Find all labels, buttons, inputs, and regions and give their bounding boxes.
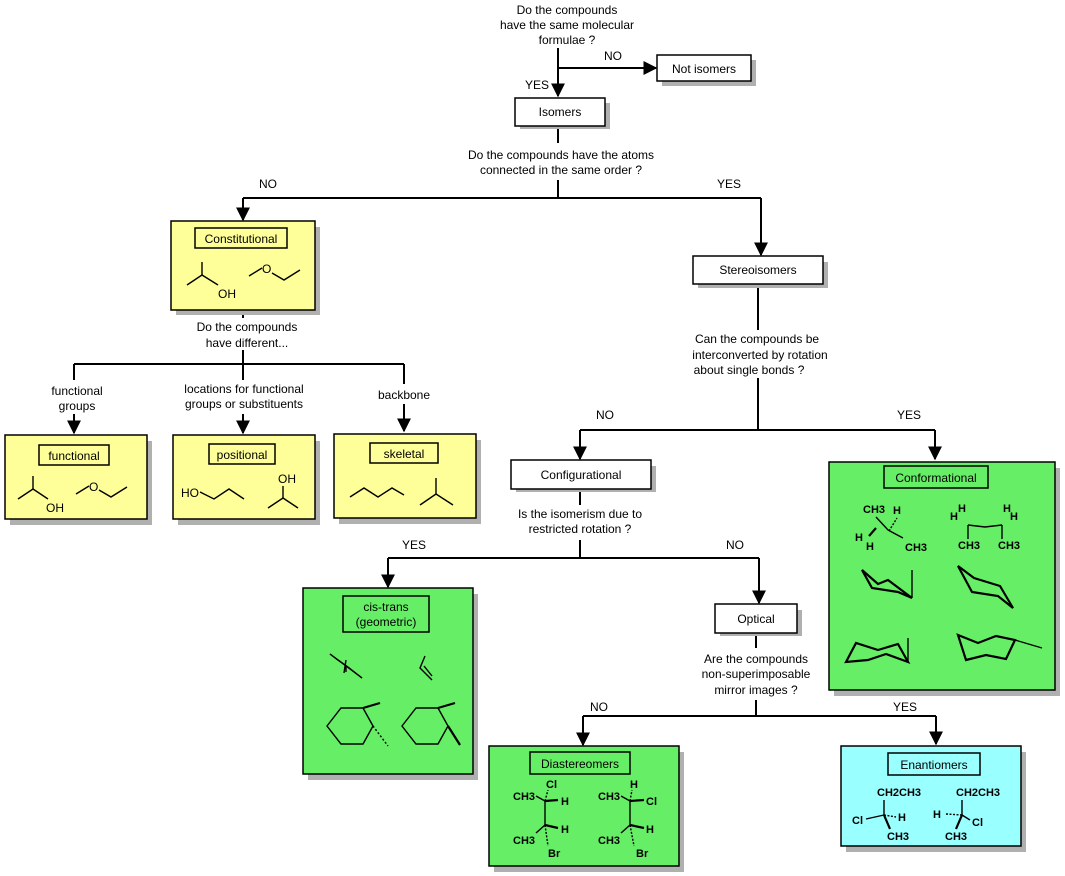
svg-text:OH: OH — [46, 501, 64, 515]
no-label-connectivity: NO — [259, 177, 277, 191]
svg-text:H: H — [898, 812, 906, 824]
diastereomers-node: Diastereomers Cl CH3 H H CH3 Br H CH3 Cl… — [488, 745, 684, 872]
svg-text:CH3: CH3 — [598, 835, 620, 847]
configurational-label: Configurational — [541, 468, 622, 482]
conformational-label: Conformational — [895, 471, 976, 485]
svg-text:CH3: CH3 — [998, 540, 1020, 552]
svg-text:CH3: CH3 — [887, 831, 909, 843]
svg-text:Cl: Cl — [972, 817, 983, 829]
q6-line-3: mirror images ? — [714, 683, 798, 697]
isomers-node: Isomers — [514, 97, 610, 129]
q3-line-1: Do the compounds — [197, 320, 298, 334]
q5-line-2: restricted rotation ? — [529, 522, 632, 536]
cis-trans-node: cis-trans (geometric) — [302, 587, 478, 780]
svg-text:HO: HO — [181, 486, 199, 500]
svg-text:CH3: CH3 — [513, 835, 535, 847]
svg-text:OH: OH — [278, 472, 296, 486]
svg-text:Cl: Cl — [646, 796, 657, 808]
q2-line-2: connected in the same order ? — [480, 163, 642, 177]
answer-labels: NO YES NO YES NO YES YES NO NO YES — [259, 49, 921, 714]
svg-text:H: H — [1003, 503, 1011, 515]
not-isomers-node: Not isomers — [656, 54, 756, 86]
svg-text:H: H — [855, 532, 863, 544]
svg-text:H: H — [561, 796, 569, 808]
branch-functional-groups-2: groups — [59, 399, 96, 413]
o-label: O — [262, 262, 271, 276]
q6-line-1: Are the compounds — [704, 652, 808, 666]
not-isomers-label: Not isomers — [672, 62, 736, 76]
no-label-rotation: NO — [596, 408, 614, 422]
svg-text:CH2CH3: CH2CH3 — [877, 787, 921, 799]
q1-line-1: Do the compounds — [517, 3, 618, 17]
oh-label: OH — [218, 287, 236, 301]
q6-line-2: non-superimposable — [702, 667, 811, 681]
no-label-restricted: NO — [726, 538, 744, 552]
svg-text:H: H — [933, 809, 941, 821]
optical-label: Optical — [737, 612, 774, 626]
enantiomers-label: Enantiomers — [900, 758, 967, 772]
branch-functional-groups-1: functional — [51, 384, 102, 398]
yes-label-connectivity: YES — [717, 177, 741, 191]
q2-line-1: Do the compounds have the atoms — [468, 148, 654, 162]
svg-text:CH3: CH3 — [863, 504, 885, 516]
yes-label-rotation: YES — [897, 408, 921, 422]
branch-locations-2: groups or substituents — [185, 397, 303, 411]
positional-node: positional HO OH — [172, 434, 320, 525]
svg-text:H: H — [958, 503, 966, 515]
svg-text:H: H — [561, 824, 569, 836]
positional-label: positional — [217, 448, 268, 462]
functional-node: functional OH O — [4, 434, 152, 525]
svg-text:Cl: Cl — [546, 779, 557, 791]
branch-labels: functional groups locations for function… — [51, 382, 430, 413]
q3-line-2: have different... — [206, 336, 289, 350]
q1-line-2: have the same molecular — [500, 18, 634, 32]
svg-text:CH2CH3: CH2CH3 — [956, 787, 1000, 799]
conformational-node: Conformational CH3 H H H CH3 H H H H CH3… — [828, 461, 1060, 696]
q1-line-3: formulae ? — [539, 33, 596, 47]
svg-text:O: O — [89, 480, 98, 494]
q4-line-2: interconverted by rotation — [692, 348, 827, 362]
diastereomers-label: Diastereomers — [541, 757, 619, 771]
svg-text:H: H — [866, 541, 874, 553]
yes-label-formula: YES — [525, 78, 549, 92]
yes-label-restricted: YES — [402, 538, 426, 552]
stereoisomers-label: Stereoisomers — [719, 263, 796, 277]
no-label-formula: NO — [604, 49, 622, 63]
branch-locations-1: locations for functional — [184, 382, 303, 396]
yes-label-mirror: YES — [893, 700, 917, 714]
q4-line-3: about single bonds ? — [694, 363, 805, 377]
no-label-mirror: NO — [590, 700, 608, 714]
svg-text:H: H — [646, 824, 654, 836]
connectors — [67, 48, 943, 747]
svg-text:Cl: Cl — [852, 815, 863, 827]
stereoisomers-node: Stereoisomers — [692, 255, 828, 288]
skeletal-label: skeletal — [384, 447, 425, 461]
svg-text:H: H — [630, 779, 638, 791]
cis-trans-label-2: (geometric) — [356, 615, 417, 629]
q4-line-1: Can the compounds be — [695, 332, 819, 346]
cis-trans-label-1: cis-trans — [363, 600, 408, 614]
configurational-node: Configurational — [510, 459, 656, 492]
svg-text:H: H — [893, 505, 901, 517]
svg-text:H: H — [1010, 511, 1018, 523]
constitutional-node: Constitutional OH O — [170, 220, 320, 315]
optical-node: Optical — [714, 603, 802, 636]
questions: Do the compounds have the same molecular… — [197, 3, 828, 697]
svg-text:Br: Br — [548, 848, 561, 860]
svg-text:H: H — [950, 511, 958, 523]
svg-text:CH3: CH3 — [598, 791, 620, 803]
svg-text:CH3: CH3 — [958, 540, 980, 552]
branch-backbone: backbone — [378, 388, 430, 402]
svg-text:CH3: CH3 — [945, 831, 967, 843]
constitutional-label: Constitutional — [205, 232, 278, 246]
functional-label: functional — [48, 449, 99, 463]
svg-text:Br: Br — [636, 848, 649, 860]
skeletal-node: skeletal — [333, 433, 481, 524]
enantiomers-node: Enantiomers CH2CH3 Cl H CH3 CH2CH3 H Cl … — [840, 745, 1026, 852]
isomers-label: Isomers — [539, 105, 582, 119]
q5-line-1: Is the isomerism due to — [518, 507, 642, 521]
svg-text:CH3: CH3 — [513, 791, 535, 803]
svg-text:CH3: CH3 — [905, 542, 927, 554]
